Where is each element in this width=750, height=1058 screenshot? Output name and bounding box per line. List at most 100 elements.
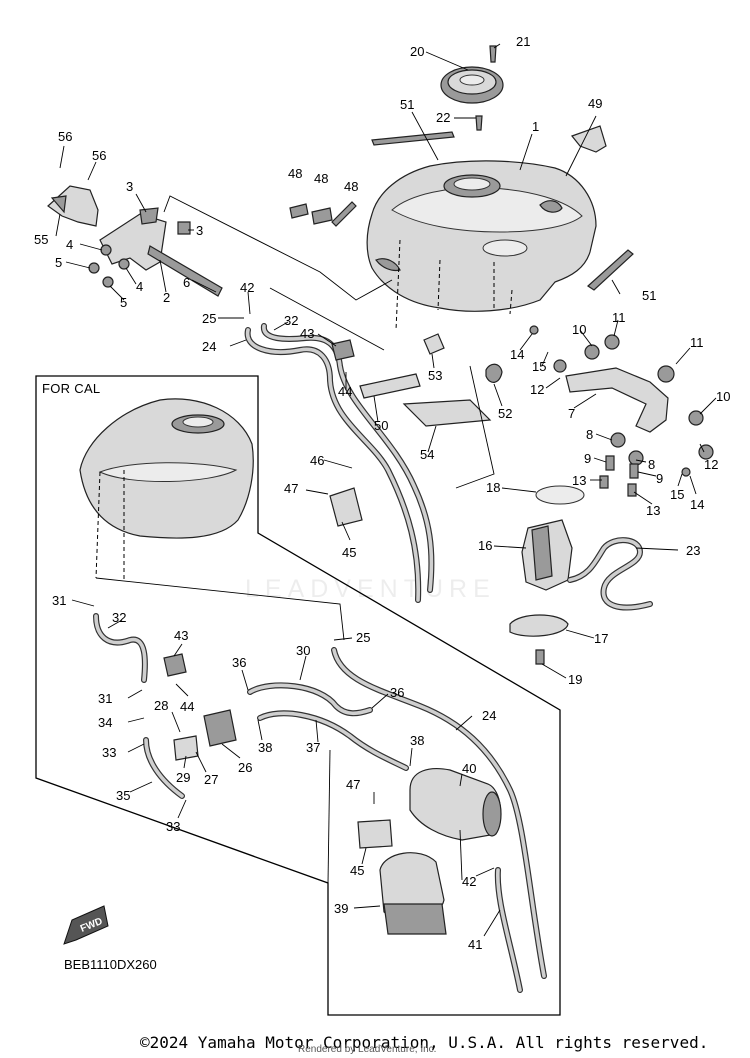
- callout-16: 16: [478, 538, 492, 553]
- clamp-45-upper: [329, 487, 363, 527]
- plate-17: [509, 614, 569, 637]
- callout-27: 27: [204, 772, 218, 787]
- callout-52: 52: [498, 406, 512, 421]
- callout-37: 37: [306, 740, 320, 755]
- callout-8: 8: [648, 457, 655, 472]
- callout-33: 33: [166, 819, 180, 834]
- callout-13: 13: [646, 503, 660, 518]
- callout-28: 28: [154, 698, 168, 713]
- callout-48: 48: [314, 171, 328, 186]
- callout-35: 35: [116, 788, 130, 803]
- callout-43: 43: [174, 628, 188, 643]
- callout-38: 38: [258, 740, 272, 755]
- callout-29: 29: [176, 770, 190, 785]
- damper-48b: [311, 207, 333, 225]
- callout-56: 56: [58, 129, 72, 144]
- holder-52: [485, 363, 503, 383]
- callout-5: 5: [120, 295, 127, 310]
- tank-cap-gasket: [440, 66, 504, 104]
- callout-12: 12: [704, 457, 718, 472]
- fuel-tank: [366, 160, 597, 312]
- callout-18: 18: [486, 480, 500, 495]
- bracket-50: [359, 373, 421, 399]
- callout-3: 3: [196, 223, 203, 238]
- solenoid-26: [203, 709, 237, 747]
- callout-25: 25: [202, 311, 216, 326]
- callout-45: 45: [350, 863, 364, 878]
- callout-44: 44: [180, 699, 194, 714]
- callout-12: 12: [530, 382, 544, 397]
- bolt-21: [489, 45, 497, 63]
- for-cal-box: [35, 375, 561, 1016]
- clip-43-upper: [331, 339, 355, 361]
- callout-46: 46: [310, 453, 324, 468]
- rendered-by-credit: Rendered by LeadVenture, Inc.: [298, 1044, 437, 1055]
- callout-8: 8: [586, 427, 593, 442]
- callout-42: 42: [240, 280, 254, 295]
- damper-strip-51-right: [587, 249, 634, 291]
- copyright-notice: ©2024 Yamaha Motor Corporation, U.S.A. A…: [140, 1033, 709, 1052]
- damper-48c: [331, 201, 357, 227]
- callout-36: 36: [232, 655, 246, 670]
- callout-21: 21: [516, 34, 530, 49]
- callout-43: 43: [300, 326, 314, 341]
- fwd-arrow-icon: FWD: [63, 905, 109, 945]
- callout-10: 10: [572, 322, 586, 337]
- callout-5: 5: [55, 255, 62, 270]
- callout-11: 11: [612, 310, 626, 325]
- callout-38: 38: [410, 733, 424, 748]
- callout-17: 17: [594, 631, 608, 646]
- callout-13: 13: [572, 473, 586, 488]
- callout-14: 14: [510, 347, 524, 362]
- callout-9: 9: [584, 451, 591, 466]
- callout-26: 26: [238, 760, 252, 775]
- callout-24: 24: [202, 339, 216, 354]
- callout-56: 56: [92, 148, 106, 163]
- callout-36: 36: [390, 685, 404, 700]
- callout-51: 51: [400, 97, 414, 112]
- callout-42: 42: [462, 874, 476, 889]
- for-cal-section-label: FOR CAL: [42, 381, 101, 396]
- bolt-19: [535, 649, 545, 665]
- callout-34: 34: [98, 715, 112, 730]
- callout-40: 40: [462, 761, 476, 776]
- fuel-pump-16: [521, 519, 573, 591]
- callout-45: 45: [342, 545, 356, 560]
- callout-24: 24: [482, 708, 496, 723]
- callout-48: 48: [344, 179, 358, 194]
- callout-9: 9: [656, 471, 663, 486]
- callout-33: 33: [102, 745, 116, 760]
- callout-25: 25: [356, 630, 370, 645]
- callout-22: 22: [436, 110, 450, 125]
- callout-51: 51: [642, 288, 656, 303]
- callout-4: 4: [136, 279, 143, 294]
- bolt-13a: [599, 475, 609, 489]
- callout-41: 41: [468, 937, 482, 952]
- diagram-code: BEB1110DX260: [64, 957, 157, 972]
- damper-48a: [289, 203, 309, 219]
- callout-20: 20: [410, 44, 424, 59]
- breather-hoses-upper: [244, 323, 435, 603]
- cal-hoses: [93, 613, 547, 993]
- bolt-13b: [627, 483, 637, 497]
- callout-3: 3: [126, 179, 133, 194]
- callout-7: 7: [568, 406, 575, 421]
- callout-32: 32: [284, 313, 298, 328]
- callout-39: 39: [334, 901, 348, 916]
- callout-53: 53: [428, 368, 442, 383]
- callout-11: 11: [690, 335, 704, 350]
- callout-2: 2: [163, 290, 170, 305]
- callout-15: 15: [532, 359, 546, 374]
- callout-54: 54: [420, 447, 434, 462]
- callout-47: 47: [284, 481, 298, 496]
- bolt-22: [475, 115, 483, 131]
- holder-53: [423, 333, 445, 355]
- charcoal-canister-40: [409, 768, 502, 841]
- clip-43-cal: [163, 653, 187, 677]
- callout-31: 31: [52, 593, 66, 608]
- side-bracket-7: [529, 325, 714, 477]
- callout-14: 14: [690, 497, 704, 512]
- callout-19: 19: [568, 672, 582, 687]
- pad-54: [402, 399, 492, 427]
